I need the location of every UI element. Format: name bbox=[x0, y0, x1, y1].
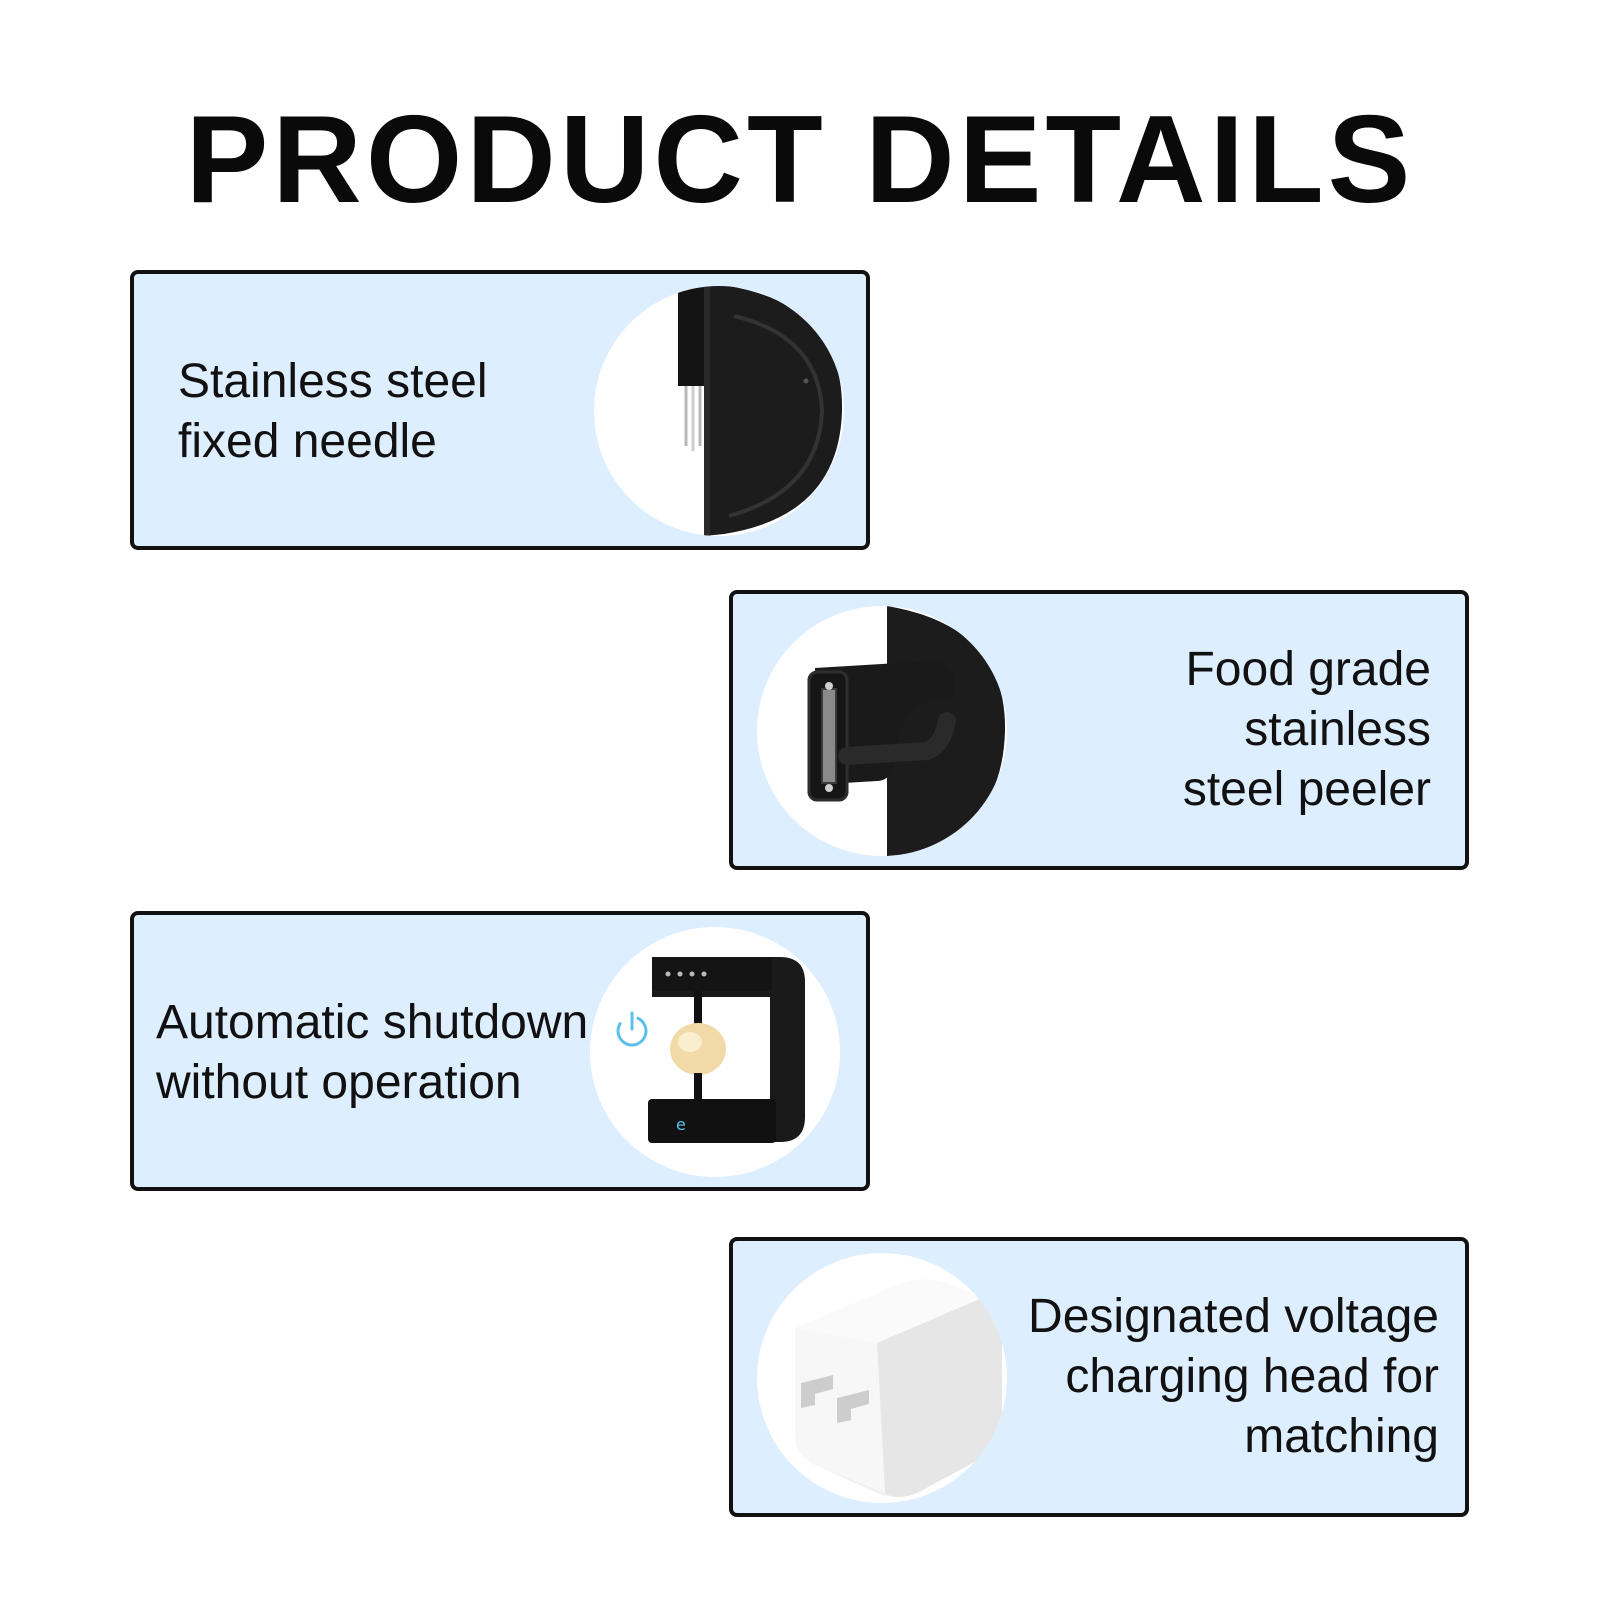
feature-text: Stainless steel fixed needle bbox=[178, 352, 488, 472]
feature-line: Designated voltage bbox=[1028, 1290, 1439, 1343]
charger-icon bbox=[757, 1253, 1007, 1503]
feature-card-peeler: Food grade stainless steel peeler bbox=[729, 590, 1469, 870]
feature-line: fixed needle bbox=[178, 415, 437, 468]
feature-line: without operation bbox=[156, 1056, 522, 1109]
svg-text:e: e bbox=[676, 1115, 686, 1134]
needle-icon bbox=[594, 286, 844, 536]
feature-text: Automatic shutdown without operation bbox=[156, 993, 588, 1113]
feature-line: stainless bbox=[1244, 703, 1431, 756]
feature-line: Automatic shutdown bbox=[156, 996, 589, 1049]
peeler-icon bbox=[757, 606, 1007, 856]
feature-card-charger: Designated voltage charging head for mat… bbox=[729, 1237, 1469, 1517]
device-power-icon: e bbox=[590, 927, 840, 1177]
feature-line: Stainless steel bbox=[178, 355, 488, 408]
page-title: PRODUCT DETAILS bbox=[185, 91, 1415, 229]
feature-line: charging head for bbox=[1065, 1350, 1439, 1403]
feature-line: matching bbox=[1244, 1410, 1439, 1463]
feature-text: Food grade stainless steel peeler bbox=[1183, 640, 1431, 820]
feature-card-needle: Stainless steel fixed needle bbox=[130, 270, 870, 550]
feature-line: steel peeler bbox=[1182, 763, 1431, 816]
feature-line: Food grade bbox=[1185, 643, 1431, 696]
feature-text: Designated voltage charging head for mat… bbox=[1028, 1287, 1439, 1467]
feature-card-auto-shutdown: Automatic shutdown without operation e bbox=[130, 911, 870, 1191]
